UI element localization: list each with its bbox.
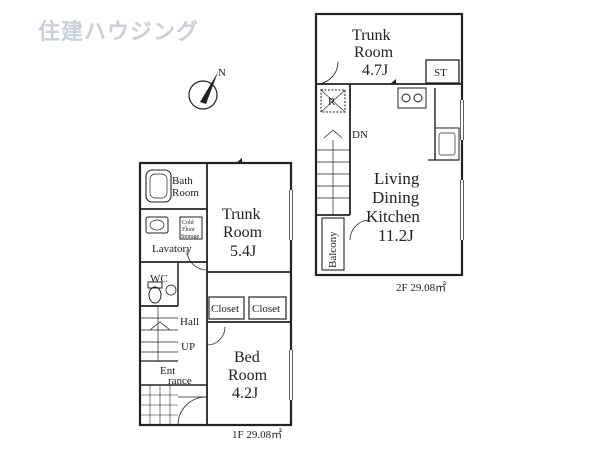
floor2-outer-wall [314, 12, 464, 277]
f1-closet-a-label: Closet [211, 303, 239, 315]
f2-ldk-label-3: Kitchen [366, 207, 420, 226]
f2-refrigerator-label: R [328, 96, 336, 108]
f2-trunk-label-2: Room [354, 44, 394, 61]
washer-storage-icon [179, 216, 203, 240]
f1-washer-label-2: Floor [182, 227, 195, 233]
f1-bed-label-2: Room [228, 367, 268, 384]
f2-ldk-label-2: Dining [372, 188, 420, 207]
f1-wc-label: WC [150, 273, 168, 285]
f1-trunk-label-1: Trunk [222, 206, 261, 223]
f1-hall-label: Hall [180, 316, 199, 328]
bathtub-icon [145, 169, 172, 203]
balcony-box [321, 217, 345, 271]
f1-washer-label-1: Cold [182, 220, 194, 226]
f1-up-label: UP [181, 341, 195, 353]
f1-lavatory-label: Lavatory [152, 243, 192, 255]
refrigerator-icon [320, 89, 346, 113]
f1-trunk-label-2: Room [223, 224, 263, 241]
f1-bath-label-1: Bath [172, 175, 193, 187]
f2-area-label: 2F 29.08㎡ [396, 281, 446, 294]
floor1-closet-a [208, 296, 245, 320]
f1-area-label: 1F 29.08㎡ [232, 428, 282, 441]
f1-entrance-label-2: rance [168, 375, 192, 387]
compass-letter: N [218, 67, 226, 79]
stove-icon [397, 87, 427, 109]
f2-ldk-size: 11.2J [378, 226, 414, 245]
storage-box [425, 59, 460, 84]
washbasin-icon [145, 216, 169, 234]
f1-trunk-size: 5.4J [230, 243, 256, 260]
f1-bed-label-1: Bed [234, 349, 260, 366]
floor2-plan [314, 12, 464, 277]
floor1-outer-wall [138, 161, 293, 427]
f1-entrance-label-1: Ent [160, 365, 175, 377]
f1-bed-size: 4.2J [232, 385, 258, 402]
f2-storage-label: ST [434, 67, 447, 79]
floor1-closet-b [248, 296, 287, 320]
north-compass-icon: N [188, 67, 226, 110]
watermark-logo: 住建ハウジング [38, 19, 200, 44]
f2-trunk-size: 4.7J [362, 62, 388, 79]
floor1-plan [138, 158, 293, 427]
f1-washer-label-3: Storage [181, 234, 200, 240]
f2-balcony-label: Balcony [327, 231, 339, 268]
f2-ldk-label-1: Living [374, 169, 420, 188]
f2-down-label: DN [352, 129, 368, 141]
f2-trunk-label-1: Trunk [352, 27, 391, 44]
f1-closet-b-label: Closet [252, 303, 280, 315]
toilet-icon [147, 281, 163, 304]
f1-bath-label-2: Room [172, 187, 199, 199]
